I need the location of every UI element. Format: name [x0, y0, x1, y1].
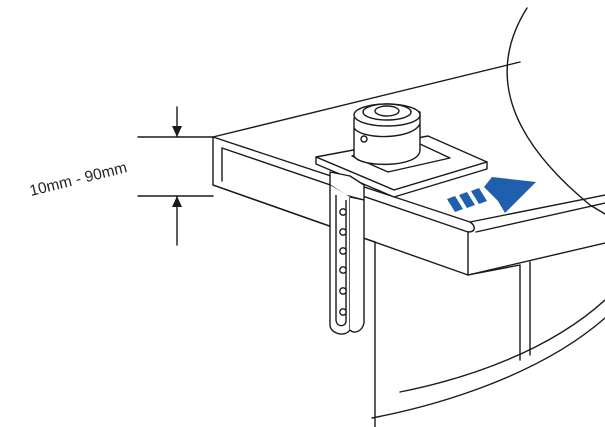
clamp-bracket-inner [335, 195, 347, 327]
monitor-bottom-curve-inner [399, 299, 605, 393]
collar-screw-icon [360, 135, 368, 143]
slide-right-arrow-icon [447, 177, 536, 213]
adjustment-hole-icon [339, 266, 347, 274]
adjustment-hole-icon [339, 287, 347, 295]
vertical-dimension-arrows-icon [172, 126, 182, 207]
desk-side-edge [475, 202, 605, 233]
desk-under-right [467, 261, 531, 361]
desk-corner [467, 221, 475, 276]
adjustment-hole-icon [339, 228, 347, 236]
adjustment-hole-icon [339, 247, 347, 255]
monitor-bottom-curve [371, 317, 605, 419]
adjustment-hole-icon [339, 208, 347, 216]
pole-collar-ring [353, 123, 421, 138]
dimension-label: 10mm - 90mm [28, 159, 129, 200]
clamp-bracket-side [349, 196, 365, 333]
pole-collar-hole [374, 105, 400, 117]
adjustment-hole-icon [339, 308, 347, 316]
